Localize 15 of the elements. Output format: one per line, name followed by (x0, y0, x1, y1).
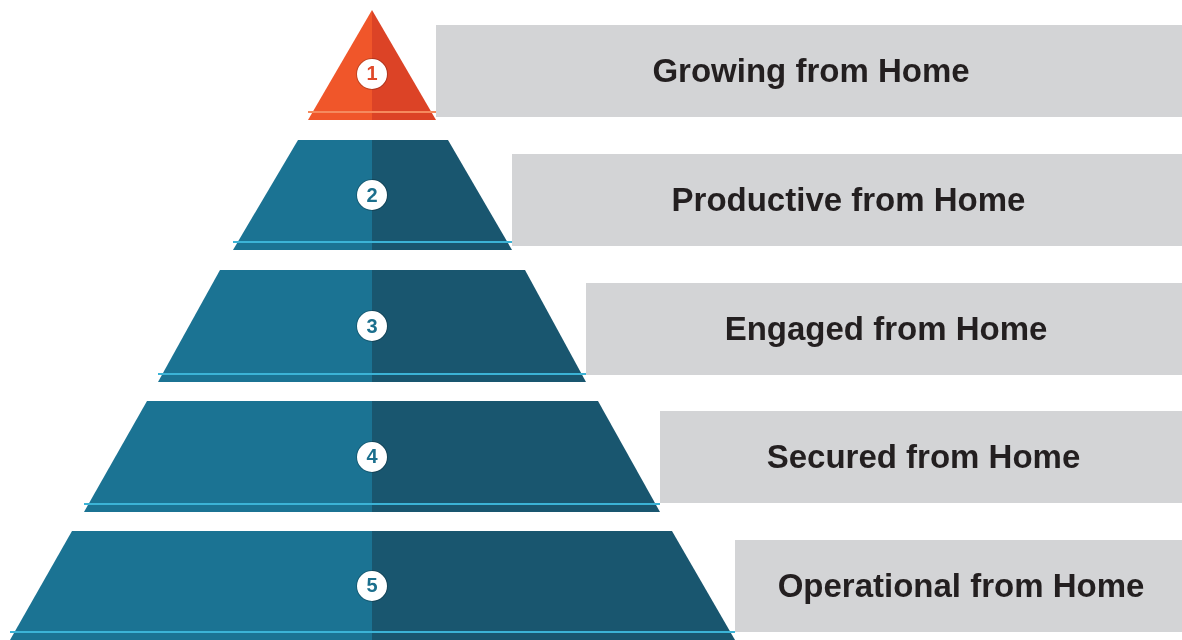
label-band (735, 540, 1182, 632)
step-title: Productive from Home (671, 181, 1026, 219)
step-title: Operational from Home (777, 567, 1145, 605)
pyramid-tier (233, 140, 512, 250)
step-title: Engaged from Home (724, 310, 1048, 348)
label-band (512, 154, 1182, 246)
label-band (660, 411, 1182, 503)
pyramid-tier (84, 401, 660, 512)
label-band (586, 283, 1182, 375)
pyramid-tier (308, 10, 436, 120)
step-title: Growing from Home (652, 52, 970, 90)
step-title: Secured from Home (766, 438, 1081, 476)
label-band (436, 25, 1182, 117)
pyramid-tier (158, 270, 586, 382)
pyramid-tier (10, 531, 735, 640)
